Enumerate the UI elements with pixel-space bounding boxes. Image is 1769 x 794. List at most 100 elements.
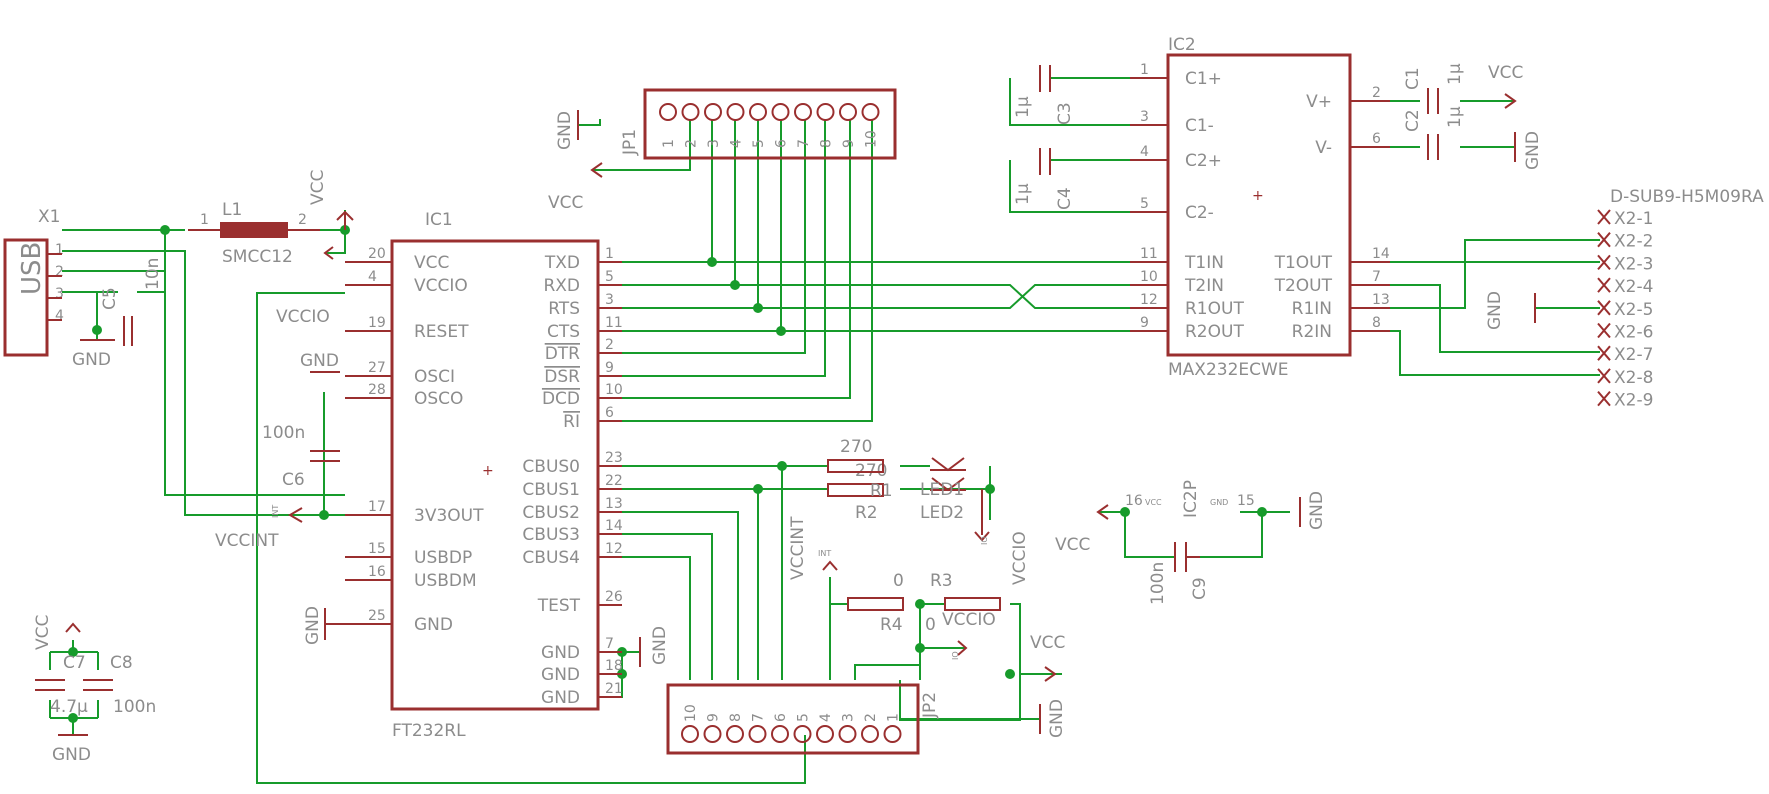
- x1-pin-1: 1: [55, 242, 64, 258]
- ic2-pin-name: C1+: [1185, 69, 1222, 89]
- dsub-pin-label: X2-9: [1614, 391, 1653, 411]
- l1-value: SMCC12: [222, 247, 293, 267]
- ic2-pin-number: 11: [1140, 246, 1158, 262]
- ic2-pin-name: V+: [1306, 92, 1332, 112]
- c6-name: C6: [282, 470, 305, 490]
- ic2-pin-number: 4: [1140, 144, 1149, 160]
- ic2-pin-name: T2IN: [1184, 276, 1224, 296]
- c4-value: 1µ: [1013, 183, 1033, 205]
- capacitor-c2: C2 1µ: [1403, 106, 1465, 160]
- ic1-pin-name: DTR: [545, 344, 580, 364]
- dsub-pin-label: X2-5: [1614, 300, 1653, 320]
- x1-name: X1: [38, 207, 60, 227]
- ic1-pin-name: VCCIO: [414, 276, 468, 296]
- jp1-pin-pad: [659, 103, 677, 121]
- ic1-pin-name: DCD: [542, 389, 580, 409]
- gnd-label-ic1-right: GND: [650, 626, 670, 665]
- ic2-pin-number: 6: [1372, 131, 1381, 147]
- ic1-value: FT232RL: [392, 721, 466, 741]
- ic1-pin-number: 26: [605, 589, 623, 605]
- ic1-pin-name: GND: [541, 643, 580, 663]
- vccio-label-led: VCCIO: [1010, 531, 1030, 585]
- c8-name: C8: [110, 653, 133, 673]
- jp2-pin-number: 5: [796, 713, 812, 722]
- ic1-pin-number: 14: [605, 518, 623, 534]
- inductor-l1: L1 SMCC12 1 2: [188, 200, 320, 267]
- ic2-pin-name: C2-: [1185, 203, 1214, 223]
- led1-name: LED1: [920, 480, 964, 500]
- ic2-name: IC2: [1168, 35, 1196, 55]
- ic1-pin-number: 15: [368, 541, 386, 557]
- ic1-pin-number: 27: [368, 360, 386, 376]
- x1-pin-3: 3: [55, 286, 64, 302]
- c5-name: C5: [100, 287, 120, 310]
- ic1-pin-number: 11: [605, 315, 623, 331]
- c9-name: C9: [1190, 577, 1210, 600]
- jp1-pin-pad: [816, 103, 835, 121]
- ic2-pin-name: C2+: [1185, 151, 1222, 171]
- ic1-pin-number: 10: [605, 382, 623, 398]
- gnd-label-jp1: GND: [555, 111, 575, 150]
- ic2-value: MAX232ECWE: [1168, 360, 1289, 380]
- capacitor-c3: 1µ C3: [1013, 65, 1075, 125]
- ic2-pin-number: 5: [1140, 196, 1149, 212]
- vccio-label-r3: VCCIO: [942, 610, 996, 630]
- jp1-pin-number: 2: [684, 139, 700, 148]
- ic1-pin-name: CTS: [547, 322, 580, 342]
- ic1-pin-number: 9: [605, 360, 614, 376]
- ic2-pin-name: T2OUT: [1274, 276, 1333, 296]
- gnd-label-pin25: GND: [303, 606, 323, 645]
- ic1-pin-number: 17: [368, 499, 386, 515]
- r2-name: R2: [855, 503, 878, 523]
- c5-value: 10n: [143, 258, 163, 290]
- ic1-pin-name: CBUS2: [522, 503, 580, 523]
- l1-pin-2: 2: [298, 212, 307, 228]
- resistor-r4: 0 R4: [847, 571, 904, 635]
- io-tag-r3: IO: [951, 651, 960, 660]
- dsub-pin-label: X2-1: [1614, 209, 1653, 229]
- vccint-label-left: VCCINT: [215, 531, 279, 551]
- c2-value: 1µ: [1445, 106, 1465, 128]
- jp1-pin-number: 7: [796, 139, 812, 148]
- jp2-pin-pad: [793, 725, 812, 743]
- c3-value: 1µ: [1013, 96, 1033, 118]
- ic2p-pin-gnd: 15: [1237, 493, 1255, 509]
- ic1-pin-name: VCC: [414, 253, 449, 273]
- ic1-pin-name: RESET: [414, 322, 469, 342]
- capacitor-c8: C8 100n: [83, 653, 156, 717]
- jp2-pin-pad: [816, 725, 834, 743]
- ic2-pin-number: 1: [1140, 62, 1149, 78]
- ic1-pin-number: 5: [605, 269, 614, 285]
- ic1-pin-number: 4: [368, 269, 377, 285]
- x1-pin-4: 4: [55, 308, 64, 324]
- ic1-pin-number: 1: [605, 246, 614, 262]
- ic2-pin-name: R1IN: [1292, 299, 1332, 319]
- ic1-pin-name: RXD: [543, 276, 580, 296]
- power-symbols: VCC VCCIO GND GND INT VCCINT GND GND GND…: [33, 63, 1543, 765]
- capacitor-c6: 100n C6: [262, 423, 340, 490]
- c6-value: 100n: [262, 423, 305, 443]
- ic2p-vcc-tag: VCC: [1145, 498, 1162, 507]
- dsub-pin-contact: [1602, 390, 1611, 407]
- jp1-pin-number: 9: [841, 139, 857, 148]
- jp2-name: JP2: [920, 692, 940, 719]
- jp2-pin-pad: [883, 725, 902, 743]
- ic2-pin-number: 10: [1140, 269, 1158, 285]
- gnd-label-c7: GND: [52, 745, 91, 765]
- ic2-pin-number: 9: [1140, 315, 1149, 331]
- dsub-pin-label: X2-3: [1614, 254, 1653, 274]
- ic2-pin-number: 8: [1372, 315, 1381, 331]
- ic2-pin-number: 14: [1372, 246, 1390, 262]
- ic1-pin-name: USBDM: [414, 571, 477, 591]
- ic2p-name: IC2P: [1181, 480, 1201, 518]
- jp2-pin-number: 2: [863, 713, 879, 722]
- ic1-pin-number: 25: [368, 608, 386, 624]
- jp2-pin-number: 1: [886, 713, 902, 722]
- jp1-name: JP1: [620, 129, 640, 156]
- vcc-label-jp1: VCC: [548, 193, 583, 213]
- junctions: [68, 225, 1267, 723]
- capacitor-c9: 100n C9: [1148, 542, 1210, 605]
- ic2-pin-name: T1OUT: [1274, 253, 1333, 273]
